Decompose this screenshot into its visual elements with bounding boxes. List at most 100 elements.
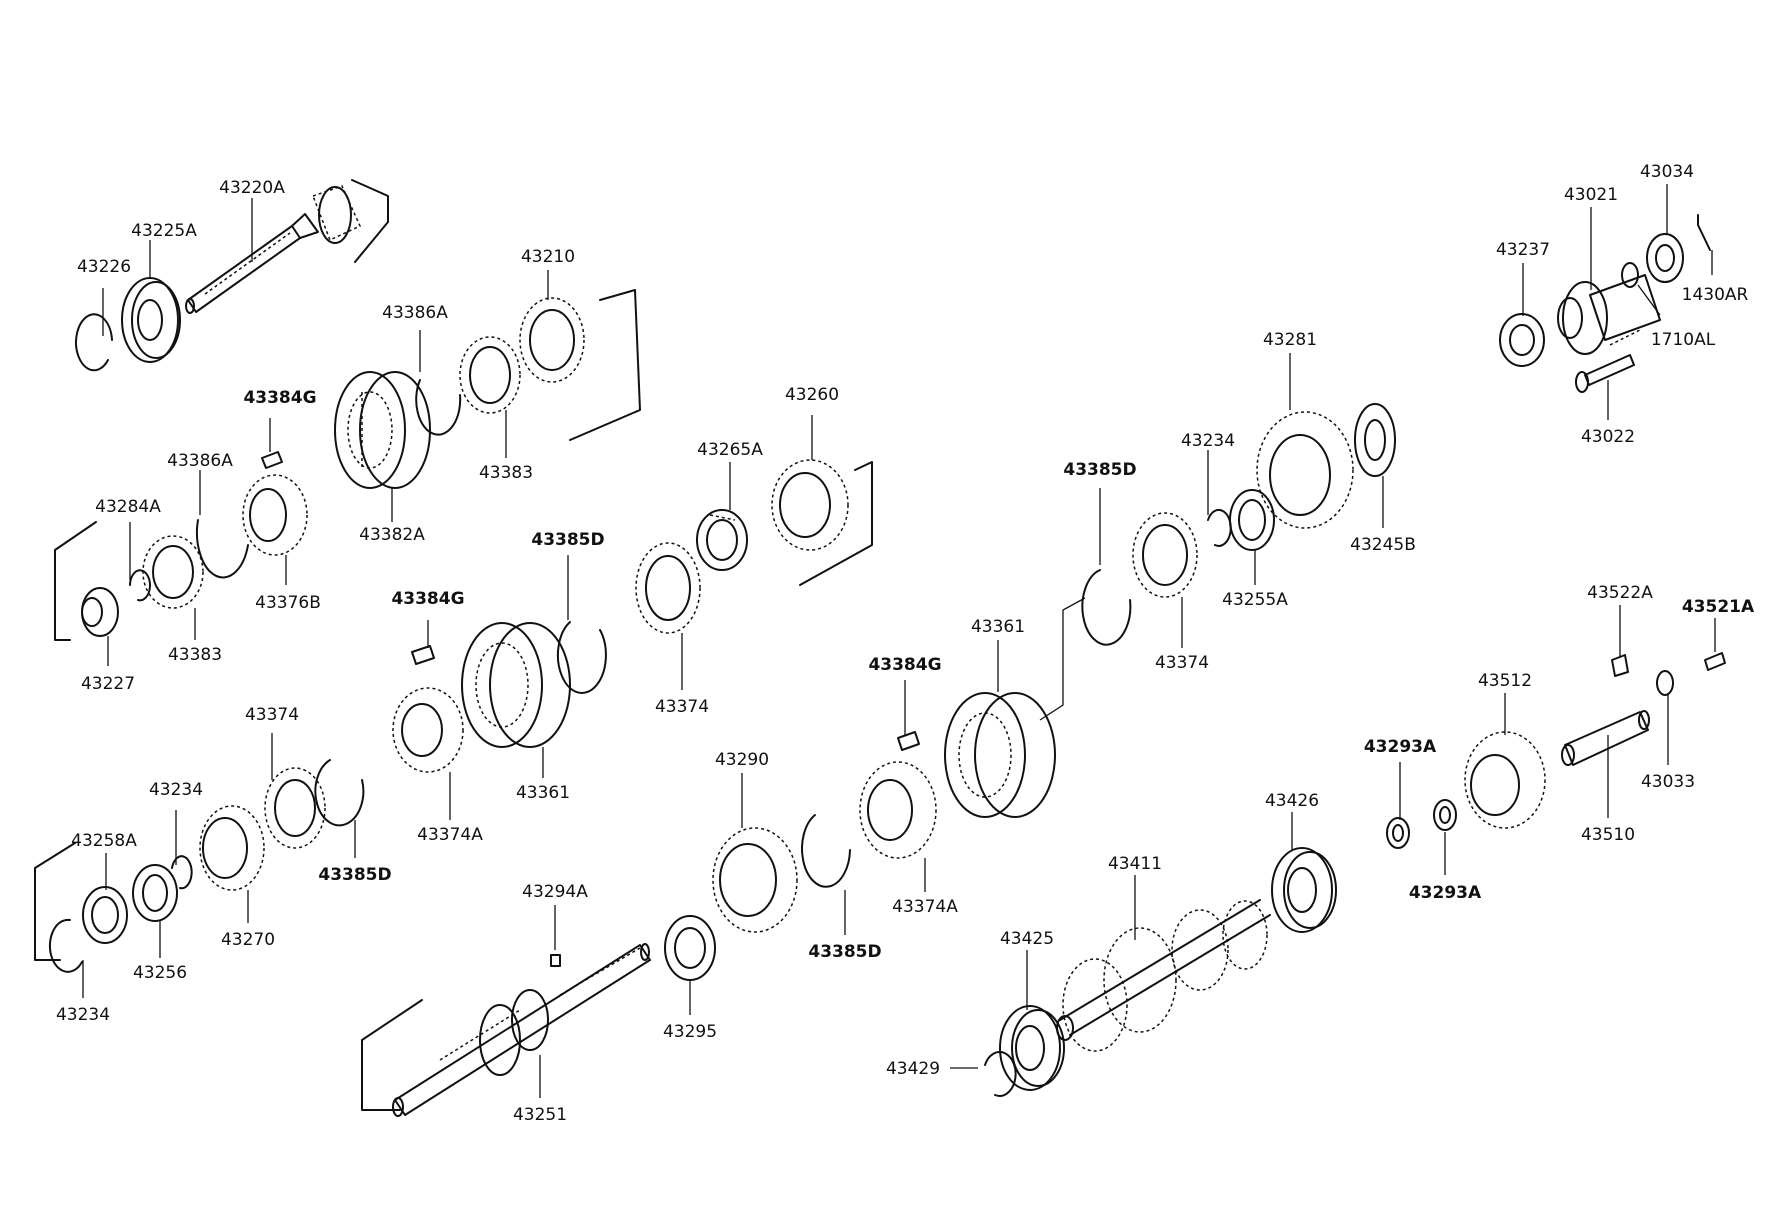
label-43384G-right: 43384G [868, 655, 941, 675]
label-43227: 43227 [81, 674, 135, 694]
label-43411: 43411 [1108, 854, 1162, 874]
label-43374A-left: 43374A [417, 825, 483, 845]
label-43426: 43426 [1265, 791, 1319, 811]
label-43522A: 43522A [1587, 583, 1653, 603]
sleeve-43361-right [944, 597, 1086, 818]
label-43376B: 43376B [255, 593, 321, 613]
leader-lines [82, 184, 1716, 1098]
counter-shaft-43411 [1056, 899, 1271, 1052]
label-43386A-lower: 43386A [167, 451, 233, 471]
key-43384G-right [897, 731, 920, 751]
label-43385D-left: 43385D [318, 865, 391, 885]
label-43386A-upper: 43386A [382, 303, 448, 323]
synchro-ring-43374-left [264, 767, 326, 849]
label-43382A: 43382A [359, 525, 425, 545]
label-43521A: 43521A [1682, 597, 1755, 617]
label-43374-right: 43374 [1155, 653, 1209, 673]
label-43226: 43226 [77, 257, 131, 277]
needle-bearing-43265A [696, 509, 748, 571]
bearing-43425 [999, 1005, 1065, 1091]
needle-bearing-43293A-a [1386, 817, 1410, 849]
washer-43258A [82, 886, 128, 944]
label-1430AR: 1430AR [1682, 285, 1749, 305]
label-43234-b: 43234 [56, 1005, 110, 1025]
label-43510: 43510 [1581, 825, 1635, 845]
snap-ring-43284A [129, 569, 151, 602]
cotter-pin-1430AR [1697, 214, 1711, 251]
hub-43376B [242, 474, 308, 556]
label-43284A: 43284A [95, 497, 161, 517]
label-43245B: 43245B [1350, 535, 1416, 555]
needle-bearing-43293A-b [1433, 799, 1457, 831]
needle-bearing-43256 [132, 864, 178, 922]
gear-43260 [771, 459, 873, 586]
part-labels: 43220A 43225A 43226 43210 43386A 43383 4… [56, 162, 1755, 1125]
label-43385D-center: 43385D [808, 942, 881, 962]
hub-43374A-right [859, 761, 937, 859]
spring-43386A-lower [195, 519, 249, 579]
sleeve-43382A [334, 371, 431, 489]
label-43021: 43021 [1564, 185, 1618, 205]
label-43258A: 43258A [71, 831, 137, 851]
bearing-43225A [121, 277, 181, 363]
label-1710AL: 1710AL [1651, 330, 1716, 350]
label-43265A: 43265A [697, 440, 763, 460]
label-43361-right: 43361 [971, 617, 1025, 637]
gear-43210 [519, 289, 641, 441]
hub-43374A-left [392, 687, 464, 773]
label-43255A: 43255A [1222, 590, 1288, 610]
input-shaft-43220A [185, 179, 389, 314]
washer-43033 [1656, 670, 1674, 696]
label-43234-a: 43234 [149, 780, 203, 800]
nut-43034 [1646, 233, 1684, 283]
label-43384G-upper: 43384G [243, 388, 316, 408]
label-43293A-a: 43293A [1364, 737, 1437, 757]
label-43385D-mid-left: 43385D [531, 530, 604, 550]
label-43237: 43237 [1496, 240, 1550, 260]
label-43295: 43295 [663, 1022, 717, 1042]
spring-43385D-right [1081, 569, 1132, 646]
label-43034: 43034 [1640, 162, 1694, 182]
gear-43270 [199, 805, 265, 891]
oil-seal-43237 [1499, 313, 1545, 367]
label-43281: 43281 [1263, 330, 1317, 350]
label-43361-left: 43361 [516, 783, 570, 803]
label-43225A: 43225A [131, 221, 197, 241]
label-43374-left: 43374 [245, 705, 299, 725]
label-43383-upper: 43383 [479, 463, 533, 483]
label-43374-middle: 43374 [655, 697, 709, 717]
label-43256: 43256 [133, 963, 187, 983]
needle-bearing-43295 [664, 915, 716, 981]
synchro-ring-43374-middle [635, 542, 701, 634]
o-ring-1710AL [1621, 262, 1639, 288]
spring-43386A-upper [415, 379, 462, 436]
label-43260: 43260 [785, 385, 839, 405]
label-43374A-right: 43374A [892, 897, 958, 917]
spring-43385D-center [801, 814, 851, 888]
label-43512: 43512 [1478, 671, 1532, 691]
label-43220A: 43220A [219, 178, 285, 198]
label-43429: 43429 [886, 1059, 940, 1079]
bearing-43426 [1271, 847, 1337, 933]
main-shaft-43251 [361, 943, 651, 1117]
label-43251: 43251 [513, 1105, 567, 1125]
label-43425: 43425 [1000, 929, 1054, 949]
label-43234-c: 43234 [1181, 431, 1235, 451]
lock-plate-43245B [1354, 403, 1396, 477]
label-43293A-b: 43293A [1409, 883, 1482, 903]
synchro-ring-43383-upper [459, 336, 521, 414]
needle-bearing-43255A [1229, 489, 1275, 551]
label-43385D-right: 43385D [1063, 460, 1136, 480]
idler-shaft-43510 [1561, 710, 1650, 766]
label-43290: 43290 [715, 750, 769, 770]
flange-43021 [1557, 274, 1661, 355]
snap-ring-43234-c [1207, 508, 1232, 547]
sleeve-43361-left [461, 622, 571, 748]
synchro-ring-43383-left [142, 535, 204, 609]
gear-43290 [712, 827, 798, 933]
label-43210: 43210 [521, 247, 575, 267]
label-43383-left: 43383 [168, 645, 222, 665]
label-43270: 43270 [221, 930, 275, 950]
bolt-43022 [1575, 354, 1635, 393]
